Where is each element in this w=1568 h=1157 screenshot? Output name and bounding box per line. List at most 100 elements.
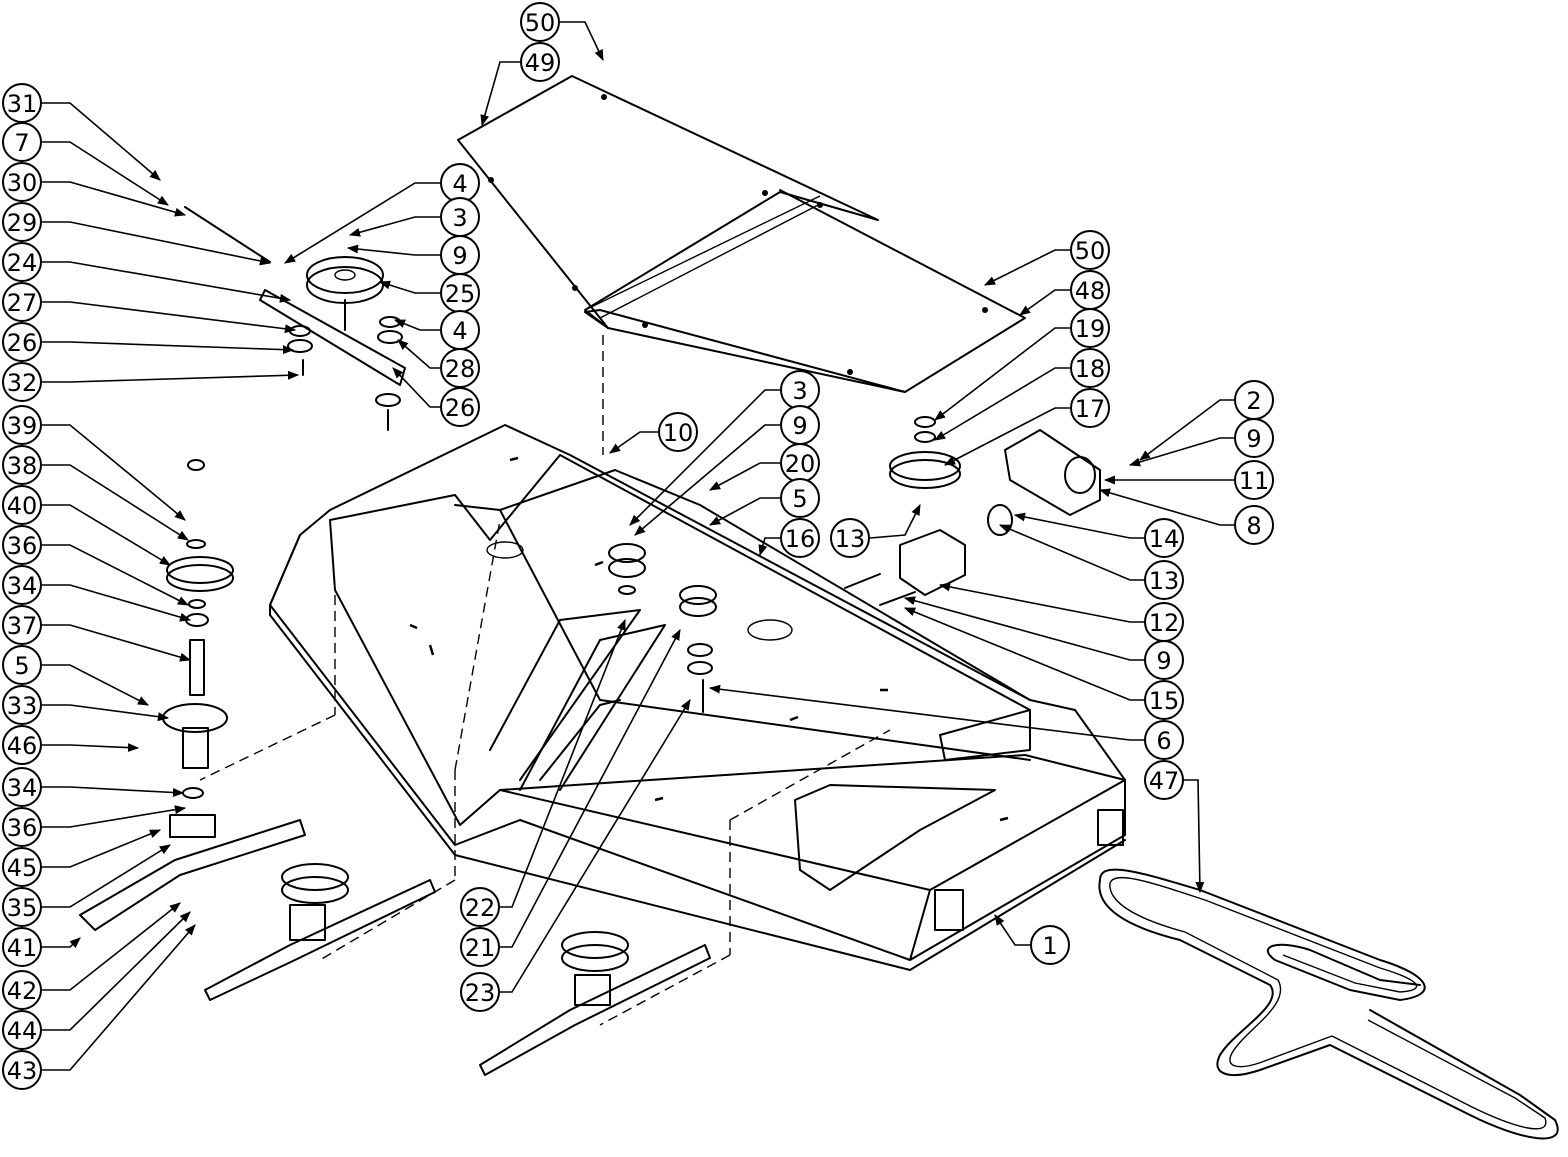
callout-12: 12 bbox=[938, 582, 1184, 642]
callout-33: 33 bbox=[2, 685, 170, 725]
leader-line bbox=[1128, 437, 1234, 467]
callout-10: 10 bbox=[609, 412, 698, 454]
leader-line bbox=[42, 504, 171, 566]
callout-circle bbox=[2, 525, 42, 565]
callout-8: 8 bbox=[1098, 488, 1274, 545]
callout-circle bbox=[780, 478, 820, 518]
callout-circle bbox=[2, 767, 42, 807]
leader-line bbox=[1139, 399, 1234, 461]
callout-number: 21 bbox=[465, 934, 496, 962]
callout-circle bbox=[1234, 418, 1274, 458]
callout-14: 14 bbox=[1013, 512, 1184, 558]
callout-number: 32 bbox=[7, 369, 38, 397]
deck-cover-plate bbox=[457, 75, 1026, 393]
callout-11: 11 bbox=[1103, 460, 1274, 500]
callout-number: 34 bbox=[7, 572, 38, 600]
leader-line bbox=[42, 805, 187, 828]
callout-number: 6 bbox=[1156, 727, 1171, 755]
leader-line bbox=[392, 367, 440, 408]
idler-pulleys-center bbox=[608, 543, 717, 713]
callout-18: 18 bbox=[934, 348, 1110, 441]
callout-44: 44 bbox=[2, 911, 191, 1050]
callout-4: 4 bbox=[393, 310, 480, 350]
callout-5: 5 bbox=[709, 478, 820, 526]
callout-number: 28 bbox=[445, 355, 476, 383]
leader-line bbox=[42, 937, 81, 949]
leader-line bbox=[393, 319, 440, 331]
callout-24: 24 bbox=[2, 242, 292, 303]
leader-line bbox=[346, 244, 440, 256]
callout-number: 18 bbox=[1075, 355, 1106, 383]
callout-26: 26 bbox=[2, 322, 295, 362]
leader-line bbox=[42, 181, 187, 217]
leader-line bbox=[42, 786, 185, 797]
callout-17: 17 bbox=[944, 388, 1110, 466]
leader-line bbox=[983, 249, 1070, 286]
callout-number: 16 bbox=[785, 525, 816, 553]
leader-line bbox=[934, 327, 1070, 421]
gearbox-assembly bbox=[844, 416, 1101, 606]
callout-4: 4 bbox=[284, 163, 480, 264]
callout-9: 9 bbox=[346, 235, 480, 275]
callout-9: 9 bbox=[1128, 418, 1274, 467]
callout-number: 34 bbox=[7, 774, 38, 802]
callout-circle bbox=[2, 685, 42, 725]
callout-6: 6 bbox=[708, 684, 1184, 760]
callout-number: 27 bbox=[7, 289, 38, 317]
callout-number: 19 bbox=[1075, 315, 1106, 343]
leader-line bbox=[903, 607, 1144, 701]
leader-line bbox=[709, 462, 780, 491]
callout-15: 15 bbox=[903, 607, 1184, 720]
callout-circle bbox=[2, 807, 42, 847]
callout-19: 19 bbox=[934, 308, 1110, 421]
callout-number: 5 bbox=[14, 652, 29, 680]
callout-40: 40 bbox=[2, 485, 171, 566]
callout-circle bbox=[658, 412, 698, 452]
callout-47: 47 bbox=[1144, 760, 1205, 894]
leader-line bbox=[42, 664, 149, 706]
callout-16: 16 bbox=[758, 518, 820, 558]
leader-line bbox=[42, 424, 186, 521]
callout-circle bbox=[1030, 925, 1070, 965]
callout-3: 3 bbox=[629, 370, 820, 526]
leader-line bbox=[284, 182, 440, 264]
callout-circle bbox=[2, 362, 42, 402]
callout-number: 5 bbox=[792, 485, 807, 513]
leader-line bbox=[758, 537, 780, 557]
leader-line bbox=[42, 829, 162, 868]
callout-13: 13 bbox=[830, 503, 921, 558]
callout-41: 41 bbox=[2, 927, 81, 967]
callout-20: 20 bbox=[709, 443, 820, 491]
callout-34: 34 bbox=[2, 767, 185, 807]
leader-line bbox=[42, 924, 196, 1071]
leader-line bbox=[1013, 512, 1144, 539]
blade-assembly-center bbox=[479, 931, 711, 1076]
leader-line bbox=[42, 844, 171, 908]
leader-line bbox=[42, 341, 295, 355]
callout-number: 30 bbox=[7, 169, 38, 197]
callout-34: 34 bbox=[2, 565, 192, 622]
callout-number: 3 bbox=[452, 204, 467, 232]
callout-5: 5 bbox=[2, 645, 149, 706]
leader-line bbox=[944, 407, 1070, 466]
callout-circle bbox=[520, 2, 560, 42]
callout-circle bbox=[830, 518, 870, 558]
callout-number: 48 bbox=[1075, 277, 1106, 305]
callout-number: 36 bbox=[7, 532, 38, 560]
callout-number: 37 bbox=[7, 612, 38, 640]
leader-line bbox=[994, 914, 1030, 946]
callout-circle bbox=[2, 282, 42, 322]
callout-circle bbox=[460, 972, 500, 1012]
callout-circle bbox=[1070, 348, 1110, 388]
callout-circle bbox=[2, 405, 42, 445]
callout-number: 17 bbox=[1075, 395, 1106, 423]
callout-27: 27 bbox=[2, 282, 297, 334]
callout-number: 10 bbox=[663, 419, 694, 447]
leader-line bbox=[500, 699, 691, 993]
callout-circle bbox=[2, 242, 42, 282]
callout-number: 46 bbox=[7, 732, 38, 760]
callout-number: 7 bbox=[14, 129, 29, 157]
callout-circle bbox=[2, 1010, 42, 1050]
callout-43: 43 bbox=[2, 924, 196, 1090]
